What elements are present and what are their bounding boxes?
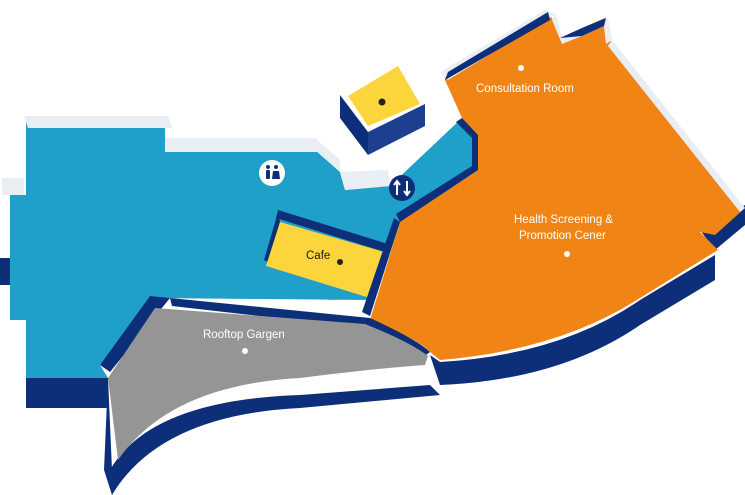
cafe-label: Cafe [306,250,330,262]
consultation-room-label: Consultation Room [476,83,574,95]
health-label-line2: Promotion Cener [519,230,606,242]
consultation-marker [518,65,524,71]
rooftop-garden-label: Rooftop Gargen [203,329,285,341]
lobby-area[interactable] [2,116,478,378]
elevator-icon[interactable] [389,175,415,201]
small-room[interactable] [340,58,425,155]
rooftop-marker [242,348,248,354]
health-label-line1: Health Screening & [514,214,613,226]
small-room-marker [378,98,386,106]
orange-zone[interactable]: Consultation Room Health Screening & Pro… [362,10,745,360]
health-marker [564,251,570,257]
rooftop-garden[interactable]: Rooftop Gargen [100,296,430,460]
restroom-icon[interactable] [259,160,285,186]
cafe-marker [337,259,343,265]
cafe-room[interactable]: Cafe [264,210,388,298]
